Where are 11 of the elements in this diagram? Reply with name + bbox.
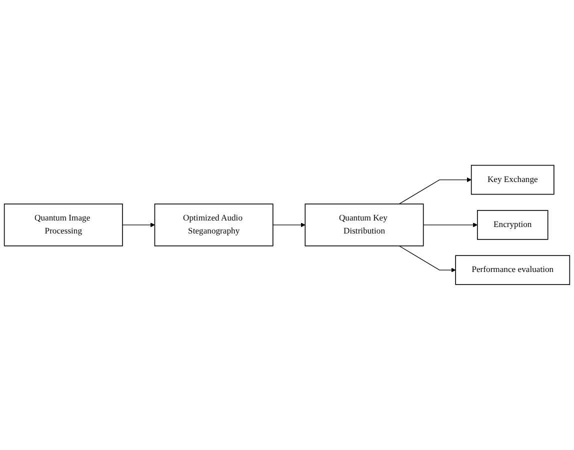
arrow [122,222,155,228]
arrow [423,222,478,228]
arrow [398,178,472,204]
node-box: Quantum Key Distribution [304,204,424,246]
node-box: Quantum Image Processing [4,204,123,246]
arrow [272,222,306,228]
arrow [398,246,456,272]
node-box: Performance evaluation [455,255,570,286]
node-box: Optimized Audio Steganography [154,204,274,246]
node-box: Key Exchange [470,164,554,195]
node-box: Encryption [477,210,548,240]
